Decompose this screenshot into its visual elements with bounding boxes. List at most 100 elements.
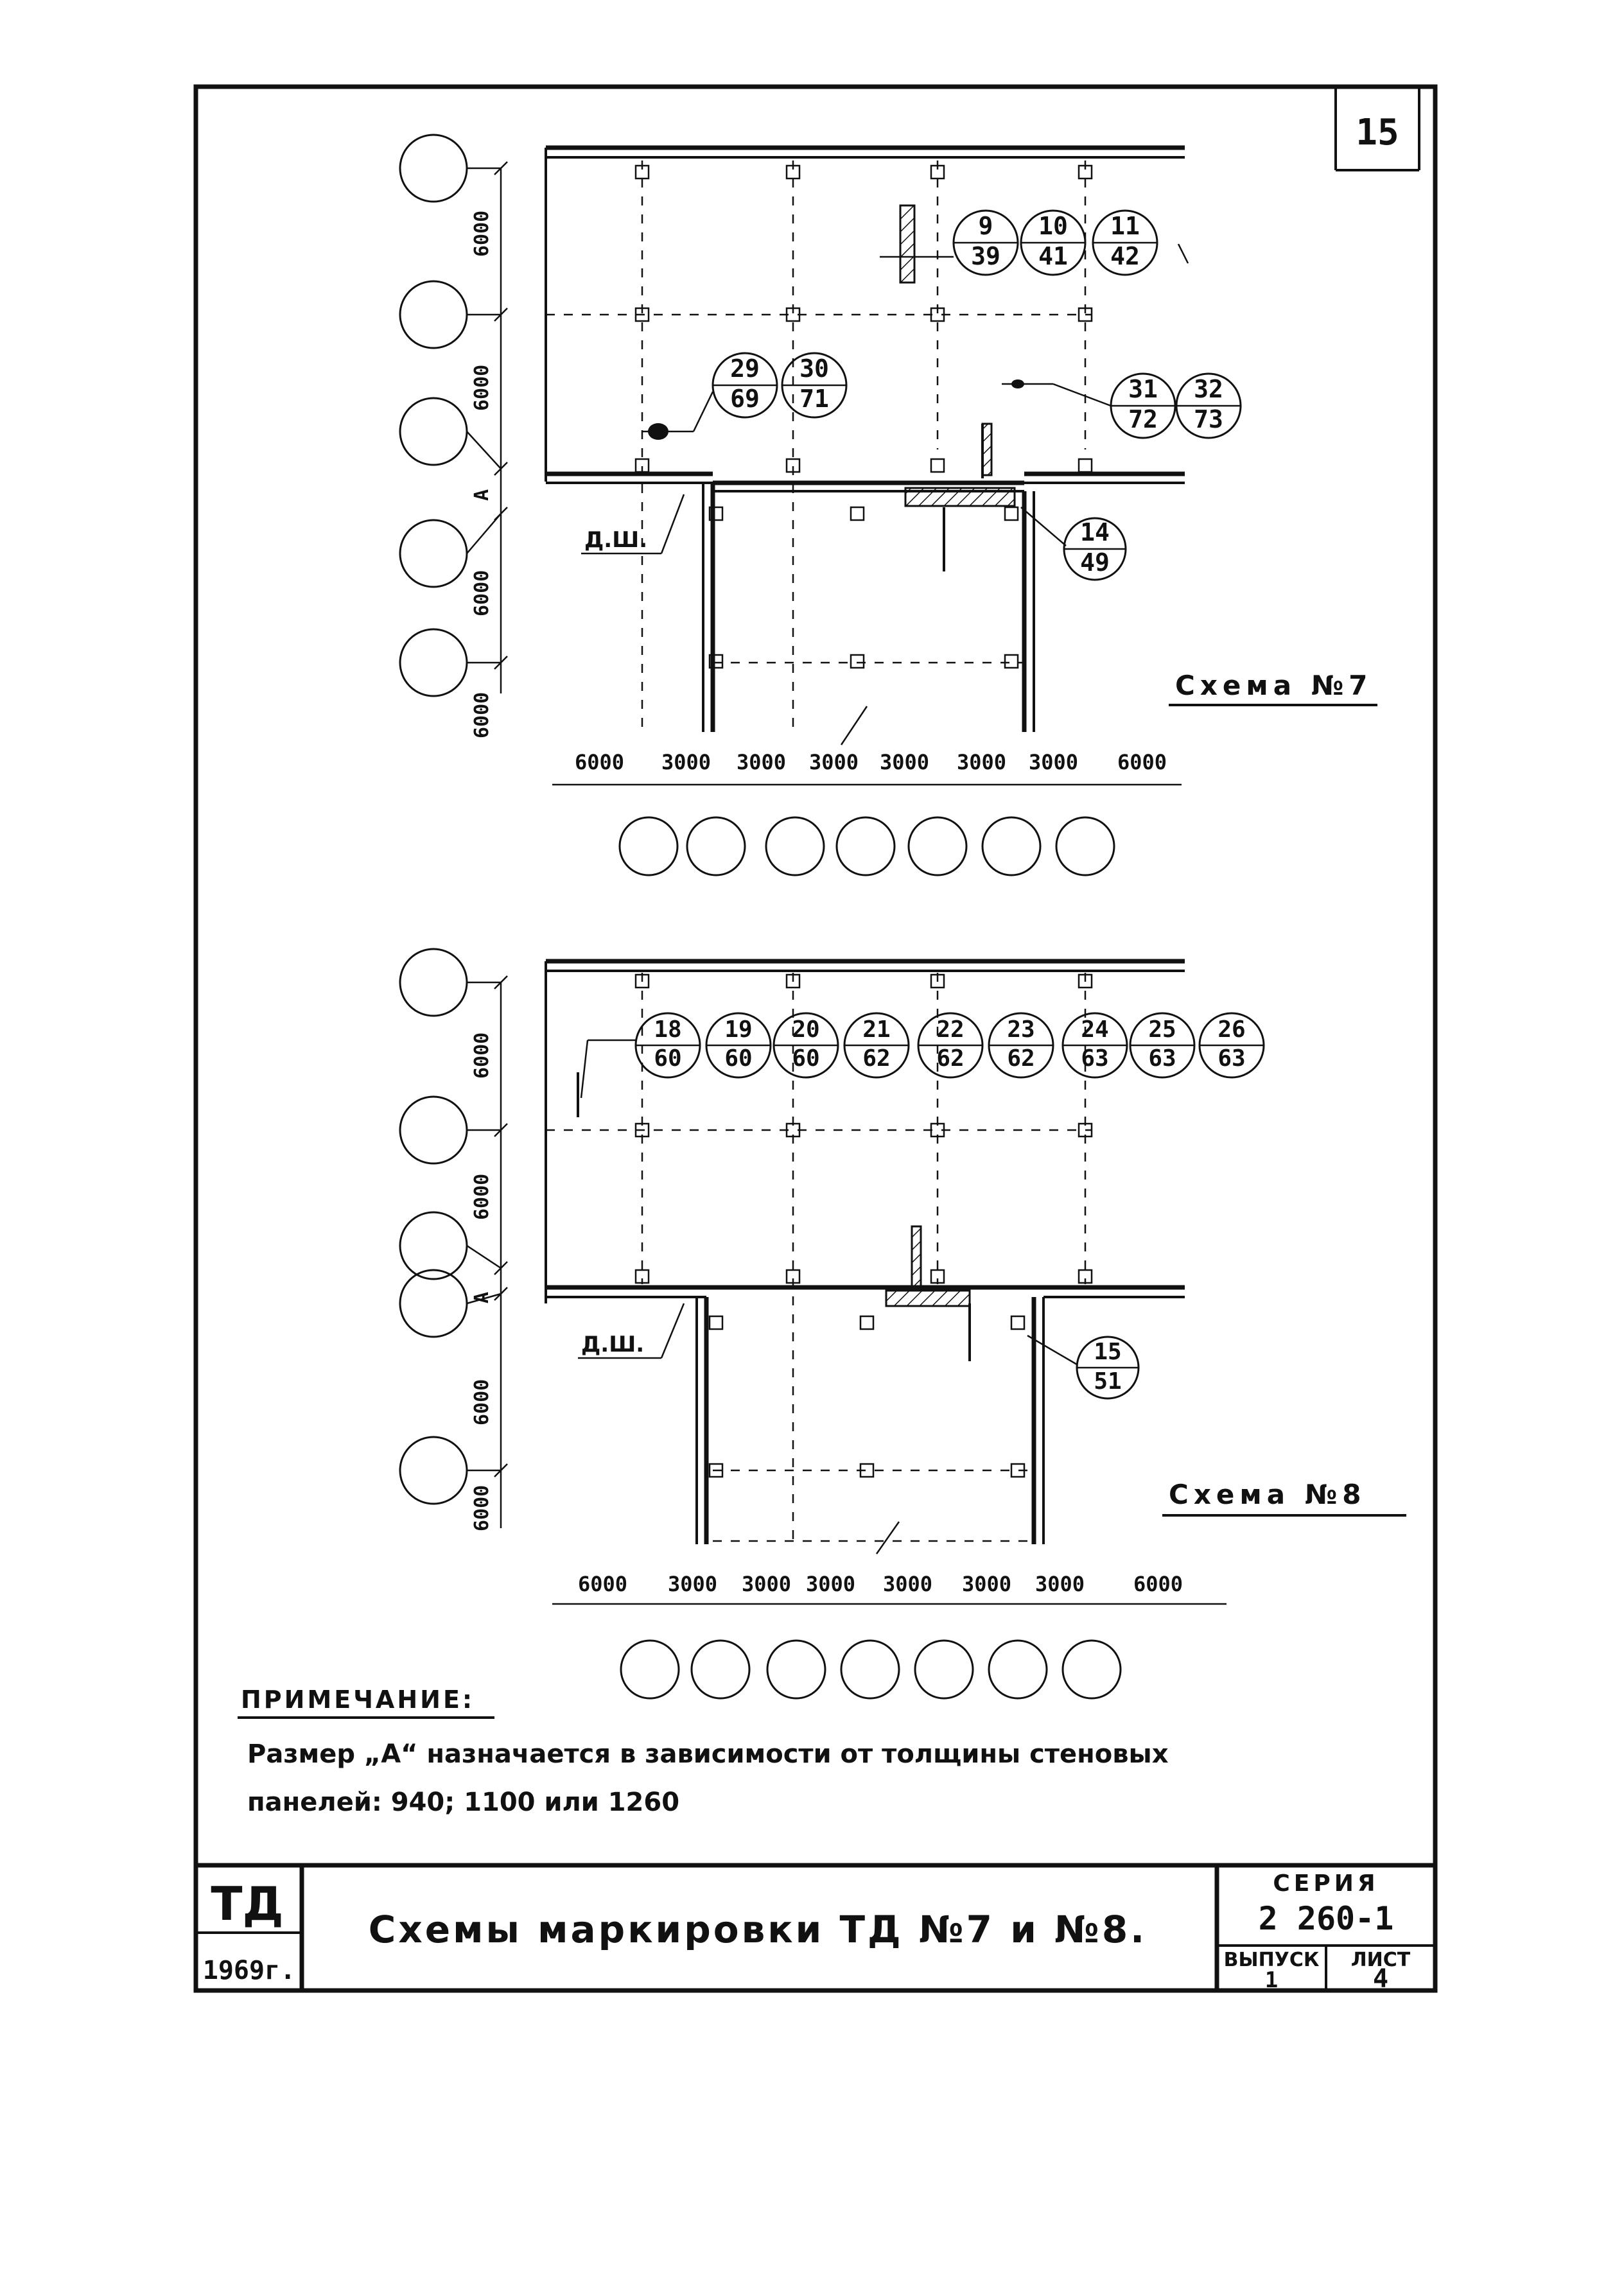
svg-text:71: 71	[799, 385, 829, 413]
sheet-label: ЛИСТ	[1351, 1949, 1411, 1971]
mark-22-62: 22 62	[917, 1012, 984, 1079]
note-block: ПРИМЕЧАНИЕ: Размер „А“ назначается в зав…	[238, 1685, 1169, 1817]
svg-text:3000: 3000	[957, 750, 1006, 774]
issue-label: ВЫПУСК	[1224, 1949, 1320, 1971]
sheet-number-box: 15	[1334, 87, 1420, 171]
axis-bubble	[399, 1095, 468, 1165]
series-label: СЕРИЯ	[1273, 1870, 1379, 1897]
svg-text:3000: 3000	[962, 1572, 1011, 1596]
svg-text:39: 39	[971, 242, 1000, 270]
mark-21-62: 21 62	[843, 1012, 910, 1079]
svg-text:22: 22	[936, 1016, 964, 1043]
axis-bubble	[399, 948, 468, 1017]
svg-text:10: 10	[1038, 212, 1068, 240]
axis-bubble	[399, 1436, 468, 1505]
bottom-axis-bubbles	[620, 1639, 1122, 1700]
svg-text:31: 31	[1128, 375, 1158, 403]
axis-bubble	[399, 280, 468, 349]
svg-text:62: 62	[936, 1045, 964, 1072]
note-line-1: Размер „А“ назначается в зависимости от …	[247, 1739, 1169, 1769]
scheme-8-plan: 6000 6000 А 6000 6000	[399, 948, 1406, 1700]
svg-text:6000: 6000	[1117, 750, 1167, 774]
svg-text:9: 9	[979, 212, 993, 240]
svg-text:20: 20	[792, 1016, 819, 1043]
mark-19-60: 19 60	[705, 1012, 772, 1079]
mark-14-49: 14 49	[1063, 517, 1127, 581]
dim-left: 6000	[471, 211, 493, 257]
scheme-7-title: Схема №7	[1175, 670, 1372, 701]
svg-text:6000: 6000	[578, 1572, 627, 1596]
year: 1969г.	[203, 1956, 296, 1985]
svg-text:19: 19	[724, 1016, 752, 1043]
mark-30-71: 30 71	[781, 352, 848, 419]
svg-text:60: 60	[724, 1045, 752, 1072]
svg-text:3000: 3000	[809, 750, 859, 774]
scheme-8-title: Схема №8	[1169, 1479, 1366, 1510]
bottom-dimension-labels: 6000 3000 3000 3000 3000 3000 3000 6000	[575, 750, 1167, 774]
mark-11-42: 11 42	[1092, 209, 1158, 276]
axis-bubble	[399, 134, 468, 203]
column-markers	[634, 973, 1093, 1478]
mark-10-41: 10 41	[1020, 209, 1087, 276]
gutter-label: Д.Ш.	[584, 527, 647, 553]
svg-text:26: 26	[1218, 1016, 1245, 1043]
dim-left: 6000	[471, 1485, 493, 1531]
dim-a-label: А	[471, 1292, 493, 1303]
svg-text:6000: 6000	[575, 750, 624, 774]
svg-text:63: 63	[1218, 1045, 1245, 1072]
sheet-value: 4	[1373, 1964, 1388, 1994]
svg-text:42: 42	[1110, 242, 1140, 270]
svg-text:63: 63	[1081, 1045, 1108, 1072]
svg-text:32: 32	[1194, 375, 1223, 403]
mark-29-69: 29 69	[712, 352, 778, 419]
org-mark: ТД	[211, 1877, 283, 1931]
svg-text:30: 30	[799, 354, 829, 383]
title-block: ТД 1969г. Схемы маркировки ТД №7 и №8. С…	[196, 1863, 1435, 1994]
dim-left: 6000	[471, 1174, 493, 1220]
svg-text:14: 14	[1080, 518, 1110, 546]
svg-text:3000: 3000	[661, 750, 711, 774]
gutter-label: Д.Ш.	[581, 1332, 644, 1357]
mark-24-63: 24 63	[1061, 1012, 1128, 1079]
sheet-number: 15	[1356, 112, 1399, 153]
dim-a-label: А	[471, 489, 493, 501]
sheet-frame	[193, 84, 1438, 1993]
dim-left: 6000	[471, 1032, 493, 1079]
mark-20-60: 20 60	[773, 1012, 839, 1079]
svg-text:18: 18	[654, 1016, 681, 1043]
svg-text:29: 29	[730, 354, 760, 383]
svg-text:3000: 3000	[1035, 1572, 1085, 1596]
svg-text:6000: 6000	[1133, 1572, 1183, 1596]
mark-32-73: 32 73	[1175, 372, 1242, 439]
axis-bubble	[399, 1269, 468, 1338]
mark-9-39: 9 39	[952, 209, 1019, 276]
svg-text:60: 60	[792, 1045, 819, 1072]
svg-text:41: 41	[1038, 242, 1068, 270]
svg-text:25: 25	[1148, 1016, 1176, 1043]
svg-text:3000: 3000	[737, 750, 786, 774]
drawing-title: Схемы маркировки ТД №7 и №8.	[369, 1908, 1147, 1951]
bottom-dimension-labels: 6000 3000 3000 3000 3000 3000 3000 6000	[578, 1572, 1183, 1596]
note-heading: ПРИМЕЧАНИЕ:	[241, 1685, 475, 1714]
note-line-2: панелей: 940; 1100 или 1260	[247, 1788, 679, 1817]
scheme-7-plan: 6000 6000 А 6000 6000	[399, 134, 1377, 876]
issue-value: 1	[1265, 1967, 1278, 1993]
svg-text:3000: 3000	[668, 1572, 717, 1596]
mark-25-63: 25 63	[1129, 1012, 1196, 1079]
mark-26-63: 26 63	[1198, 1012, 1265, 1079]
svg-text:23: 23	[1007, 1016, 1035, 1043]
axis-bubble	[399, 628, 468, 697]
svg-text:62: 62	[1007, 1045, 1035, 1072]
dim-left: 6000	[471, 570, 493, 616]
svg-text:21: 21	[862, 1016, 890, 1043]
mark-18-60: 18 60	[634, 1012, 701, 1079]
svg-text:73: 73	[1194, 405, 1223, 433]
column-markers	[634, 164, 1093, 669]
svg-text:11: 11	[1110, 212, 1140, 240]
svg-text:51: 51	[1094, 1368, 1121, 1395]
axis-bubble	[399, 397, 468, 466]
dim-left: 6000	[471, 365, 493, 411]
svg-text:3000: 3000	[806, 1572, 855, 1596]
bottom-axis-bubbles	[618, 816, 1115, 876]
